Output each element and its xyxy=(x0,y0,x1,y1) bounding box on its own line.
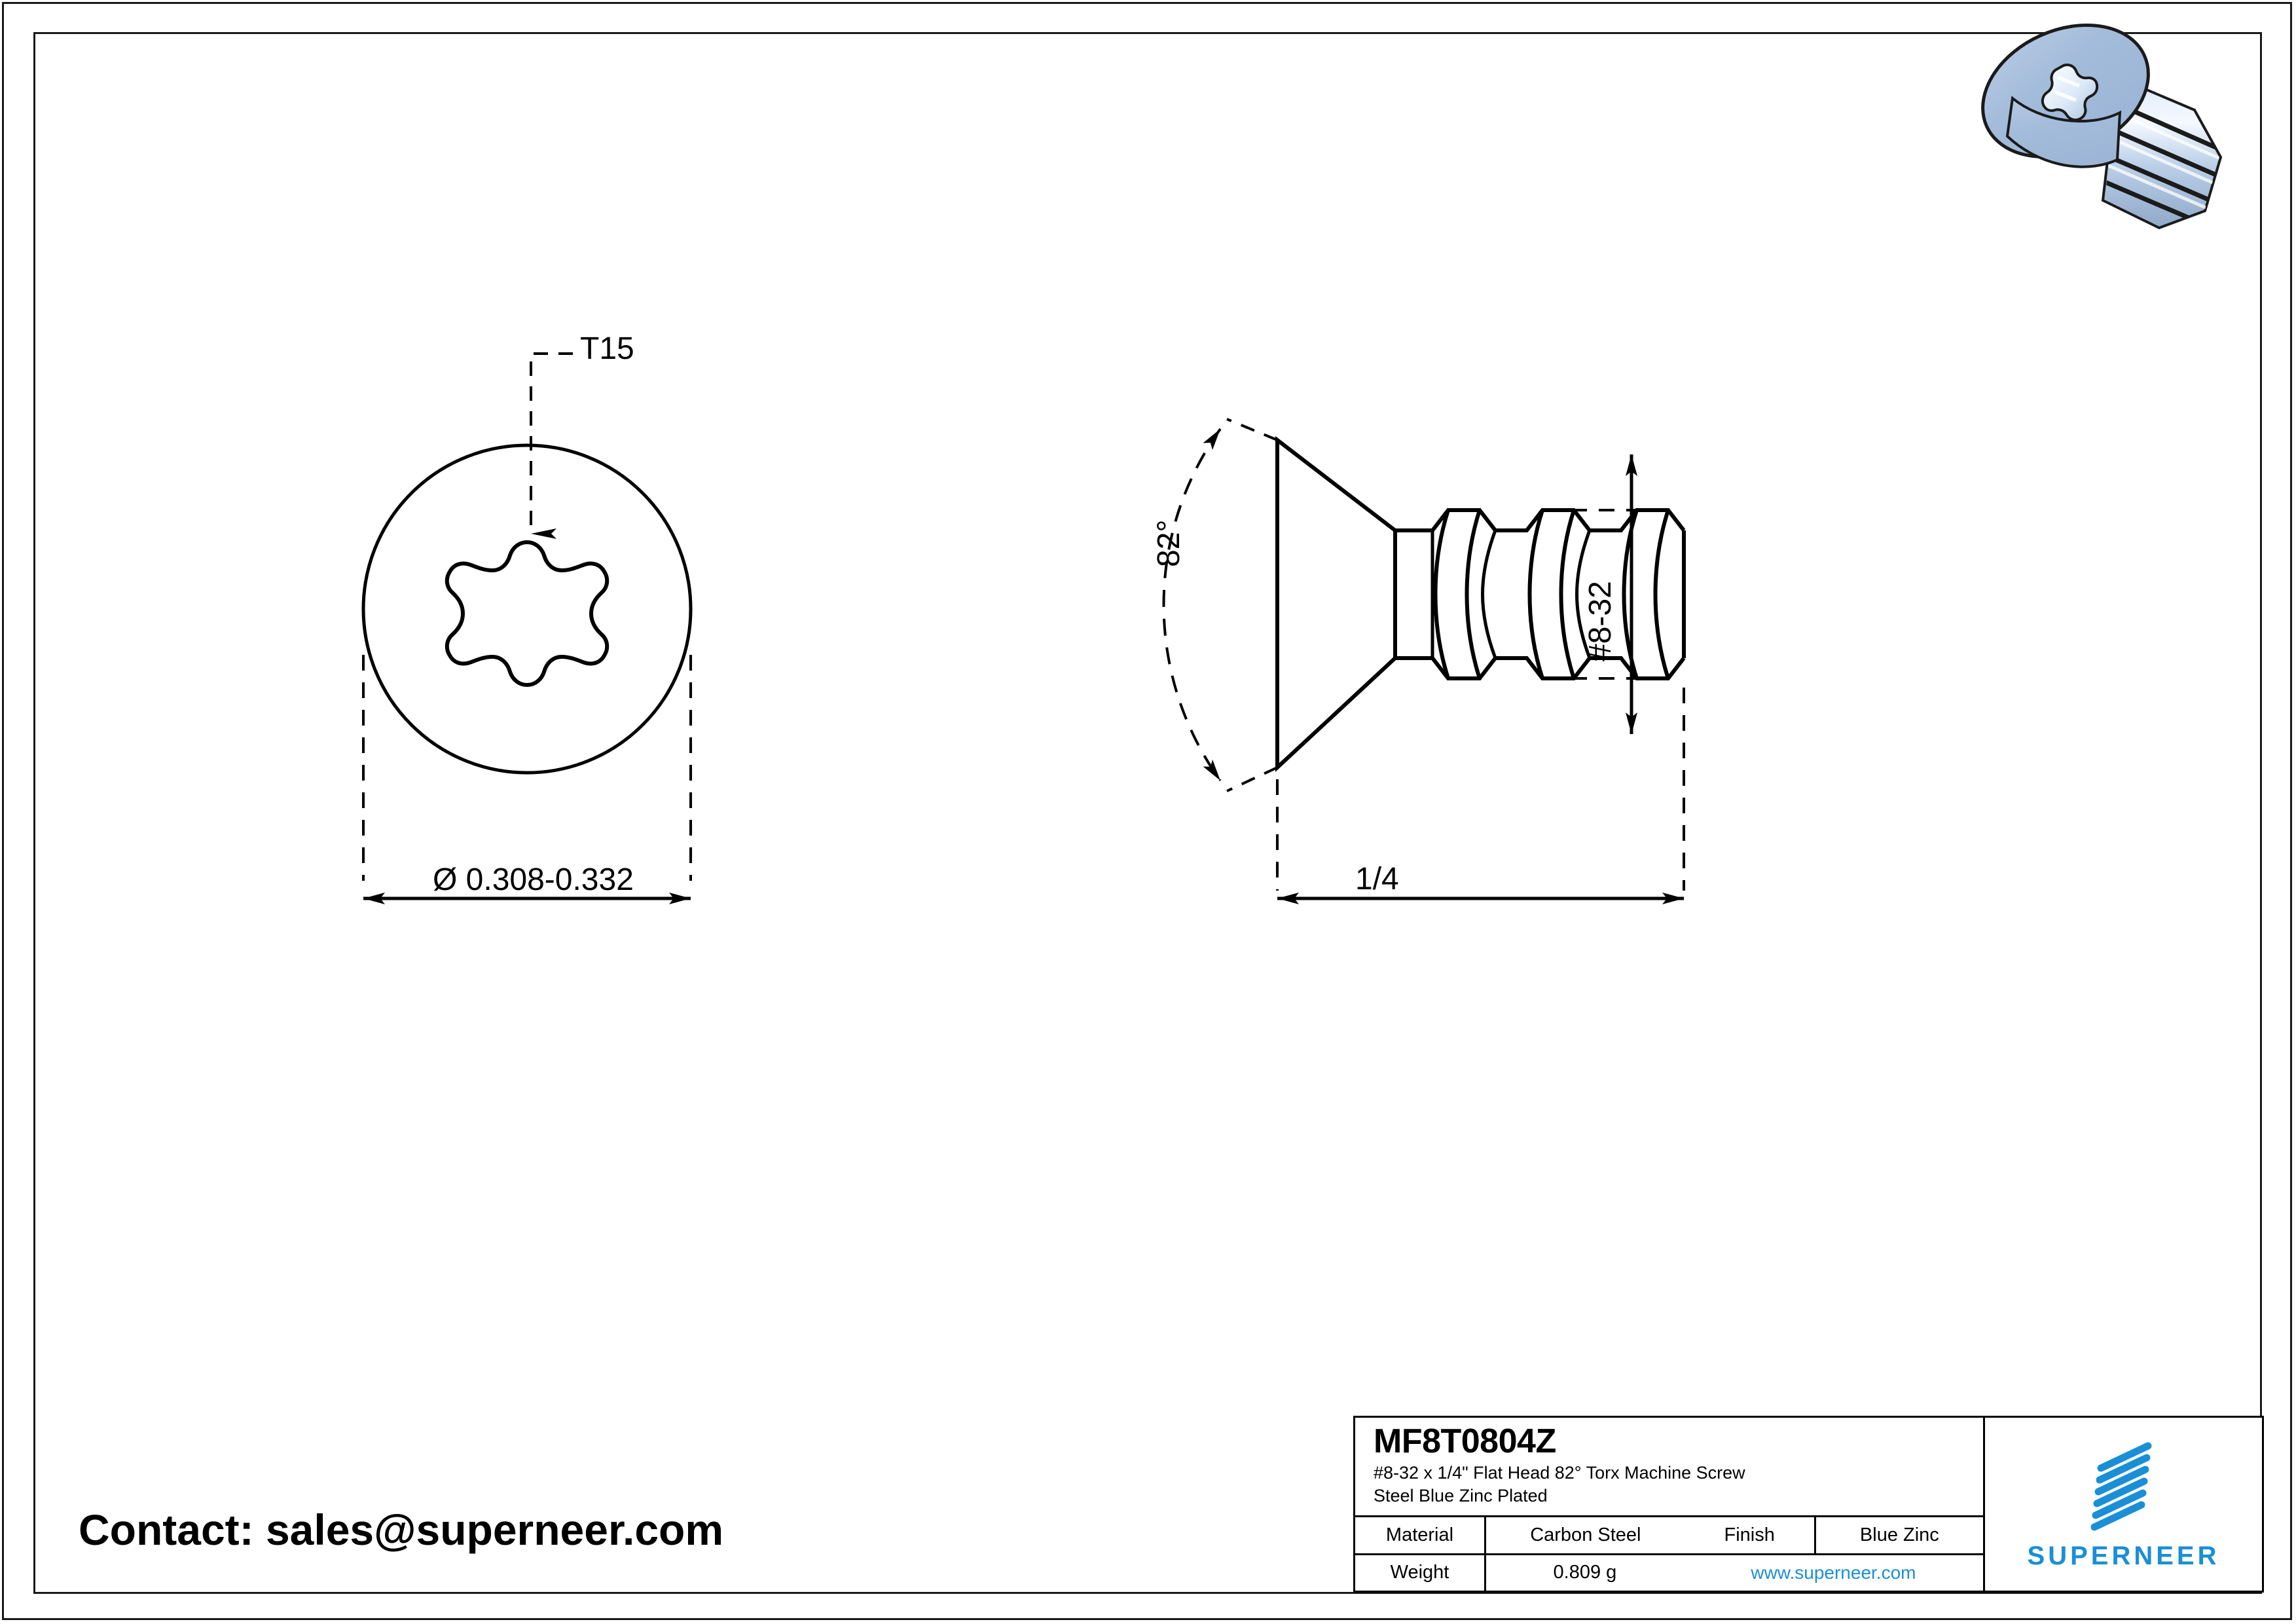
material-finish-row: Material Carbon Steel Finish Blue Zinc xyxy=(1355,1517,1983,1555)
superneer-logo-icon xyxy=(2090,1442,2151,1530)
thread-size-label: #8-32 xyxy=(1583,581,1618,661)
screw-3d-render xyxy=(1981,23,2223,230)
material-value: Carbon Steel xyxy=(1530,1524,1641,1545)
weight-website-row: Weight 0.809 g www.superneer.com xyxy=(1355,1555,1983,1591)
title-block-left: MF8T0804Z #8-32 x 1/4" Flat Head 82° Tor… xyxy=(1355,1418,1985,1591)
part-number: MF8T0804Z xyxy=(1374,1422,1556,1460)
top-view-group xyxy=(361,352,693,904)
finish-label: Finish xyxy=(1685,1517,1816,1553)
sheet-border-inner xyxy=(33,32,2262,1594)
website-cell[interactable]: www.superneer.com xyxy=(1684,1555,1983,1591)
brand-cell: SUPERNEER xyxy=(1985,1418,2262,1591)
contact-text: Contact: sales@superneer.com xyxy=(79,1505,724,1554)
weight-label: Weight xyxy=(1355,1555,1486,1591)
description-line-2: Steel Blue Zinc Plated xyxy=(1374,1485,1548,1505)
side-view-group xyxy=(1162,418,1686,904)
length-label: 1/4 xyxy=(1355,862,1399,896)
drive-size-label: T15 xyxy=(580,331,634,366)
brand-wordmark: SUPERNEER xyxy=(2027,1541,2220,1570)
head-diameter-label: Ø 0.308-0.332 xyxy=(433,862,634,897)
website-link[interactable]: www.superneer.com xyxy=(1751,1562,1916,1583)
countersink-angle-label: 82° xyxy=(1152,519,1186,567)
title-block: MF8T0804Z #8-32 x 1/4" Flat Head 82° Tor… xyxy=(1353,1416,2264,1593)
finish-value: Blue Zinc xyxy=(1859,1524,1939,1545)
material-label: Material xyxy=(1355,1517,1486,1553)
description-line-1: #8-32 x 1/4" Flat Head 82° Torx Machine … xyxy=(1374,1463,1745,1483)
part-description-area: MF8T0804Z #8-32 x 1/4" Flat Head 82° Tor… xyxy=(1355,1418,1983,1517)
weight-value: 0.809 g xyxy=(1553,1562,1617,1583)
